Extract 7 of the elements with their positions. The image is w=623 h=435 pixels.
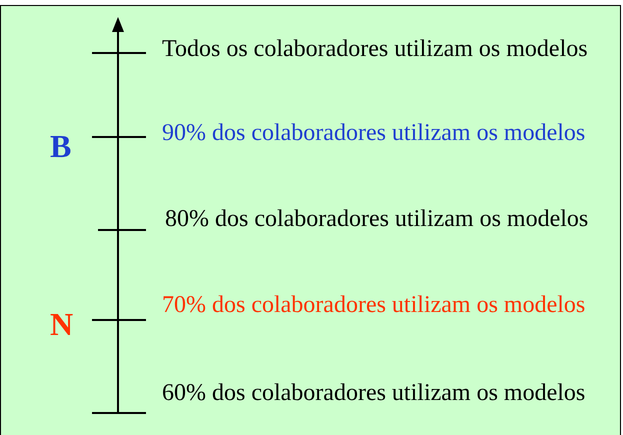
level-description: 80% dos colaboradores utilizam os modelos — [165, 208, 590, 230]
level-marker: N — [50, 308, 74, 340]
level-description: 90% dos colaboradores utilizam os modelos — [162, 122, 586, 144]
level-marker: B — [50, 130, 72, 162]
level-description: 60% dos colaboradores utilizam os modelos — [162, 382, 586, 404]
level-description: 70% dos colaboradores utilizam os modelos — [162, 294, 586, 316]
level-description: Todos os colaboradores utilizam os modelos — [162, 38, 589, 60]
